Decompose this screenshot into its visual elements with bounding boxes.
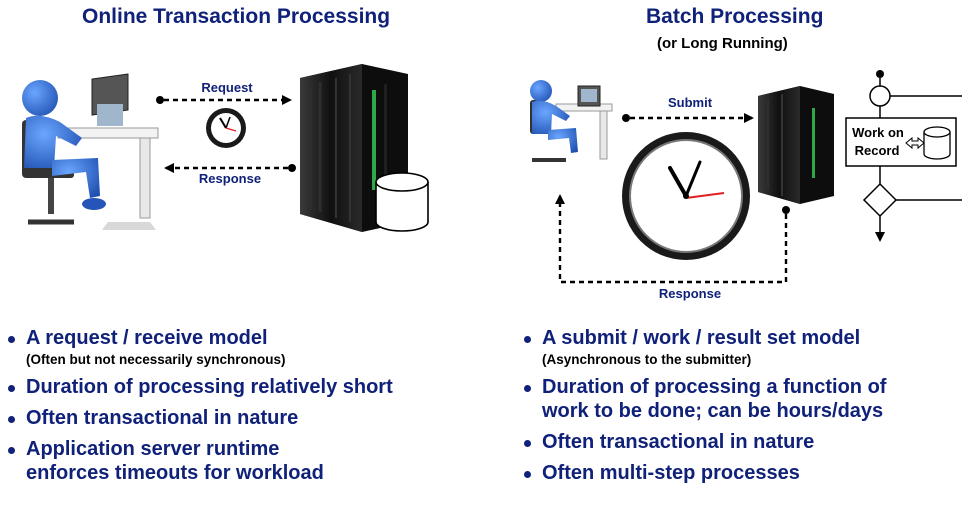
response-loop-arrow [555, 194, 790, 284]
record-label: Record [855, 143, 900, 158]
batch-bullet-list: A submit / work / result set model (Asyn… [522, 326, 960, 485]
person-at-computer-icon-batch [530, 80, 613, 162]
online-bullet-1-text: A request / receive model [26, 327, 268, 349]
batch-response-label: Response [659, 286, 721, 301]
batch-bullet-2-text: Duration of processing a function of [542, 376, 887, 398]
flowchart [845, 70, 962, 242]
person-at-computer-icon [22, 73, 159, 230]
batch-bullet-2: Duration of processing a function of wor… [522, 375, 960, 423]
batch-bullet-3-text: Often transactional in nature [542, 431, 815, 453]
work-on-label: Work on [852, 125, 904, 140]
batch-bullet-3: Often transactional in nature [522, 430, 960, 454]
online-title: Online Transaction Processing [82, 5, 391, 28]
clock-icon [206, 108, 246, 148]
online-bullet-2: Duration of processing relatively short [6, 375, 476, 399]
online-bullet-3: Often transactional in nature [6, 406, 476, 430]
batch-title: Batch Processing [646, 5, 824, 28]
online-bullet-1: A request / receive model (Often but not… [6, 326, 476, 369]
online-bullet-3-text: Often transactional in nature [26, 407, 299, 429]
submit-arrow [622, 113, 754, 123]
batch-bullet-4-text: Often multi-step processes [542, 462, 800, 484]
batch-bullet-1-sub: (Asynchronous to the submitter) [542, 352, 752, 367]
batch-bullet-4: Often multi-step processes [522, 461, 960, 485]
response-label: Response [199, 171, 261, 186]
database-cylinder-icon [375, 172, 429, 232]
submit-label: Submit [668, 95, 713, 110]
request-arrow [156, 95, 292, 105]
batch-bullet-2-text2: work to be done; can be hours/days [542, 400, 884, 422]
online-bullet-4-text: Application server runtime [26, 438, 280, 460]
online-bullet-list: A request / receive model (Often but not… [6, 326, 476, 485]
batch-subtitle: (or Long Running) [657, 35, 788, 52]
online-bullet-1-sub: (Often but not necessarily synchronous) [26, 352, 286, 367]
clock-icon-large [622, 132, 750, 260]
online-bullet-4-text2: enforces timeouts for workload [26, 462, 324, 484]
online-bullet-2-text: Duration of processing relatively short [26, 376, 393, 398]
response-arrow [164, 163, 296, 173]
server-rack-icon-batch [758, 86, 834, 204]
batch-bullet-1: A submit / work / result set model (Asyn… [522, 326, 960, 369]
request-label: Request [201, 80, 253, 95]
batch-bullet-1-text: A submit / work / result set model [542, 327, 861, 349]
online-bullet-4: Application server runtime enforces time… [6, 437, 476, 485]
